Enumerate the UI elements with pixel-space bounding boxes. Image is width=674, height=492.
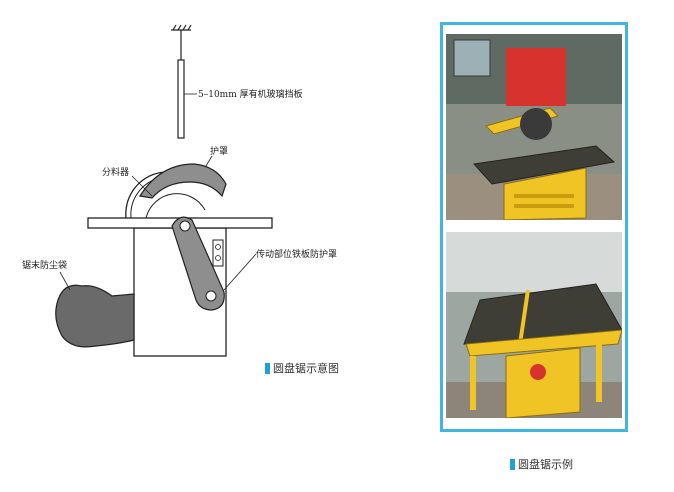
blade-guard [139, 163, 227, 199]
switch-box [212, 239, 224, 267]
photo-caption-text: 圆盘锯示例 [518, 458, 573, 471]
label-glass-guard: 5–10mm 厚有机玻璃挡板 [198, 88, 303, 100]
caption-marker-icon [510, 458, 515, 470]
ceiling-hatch [172, 24, 192, 31]
leader-line [131, 175, 153, 197]
dust-bag [55, 284, 135, 348]
saw-blade [520, 108, 552, 140]
schematic-caption: 圆盘锯示意图 [265, 360, 339, 376]
saw-tabletop [463, 283, 622, 345]
photo-caption: 圆盘锯示例 [510, 456, 573, 472]
saw-tabletop [473, 145, 616, 185]
drive-arm-guard [171, 216, 225, 311]
photo-saw-top [446, 34, 622, 220]
rip-fence [518, 289, 530, 345]
splitter-arc [125, 171, 166, 219]
caption-marker-icon [265, 362, 270, 374]
photo-saw-bottom [446, 232, 622, 418]
label-splitter: 分料器 [102, 166, 129, 178]
switch-button [215, 255, 221, 261]
leader-line [205, 155, 213, 167]
switch-button [215, 244, 221, 250]
label-guard: 护罩 [210, 145, 228, 157]
circular-saw-schematic: 5–10mm 厚有机玻璃挡板 护罩 分料器 传动部位铁板防护罩 锯末防尘袋 [22, 24, 337, 357]
photo-frame [440, 22, 628, 432]
leader-line [59, 271, 71, 291]
pulley-top [179, 220, 191, 232]
red-panel [506, 48, 566, 106]
leader-line [223, 253, 257, 291]
pulley-bottom [205, 290, 217, 302]
label-dust-bag: 锯末防尘袋 [22, 259, 67, 271]
schematic-caption-text: 圆盘锯示意图 [273, 362, 339, 375]
label-drive-guard: 传动部位铁板防护罩 [256, 248, 337, 260]
saw-blade-arc [145, 193, 206, 219]
glass-guard-plate [177, 59, 185, 139]
saw-cabinet [505, 347, 581, 418]
